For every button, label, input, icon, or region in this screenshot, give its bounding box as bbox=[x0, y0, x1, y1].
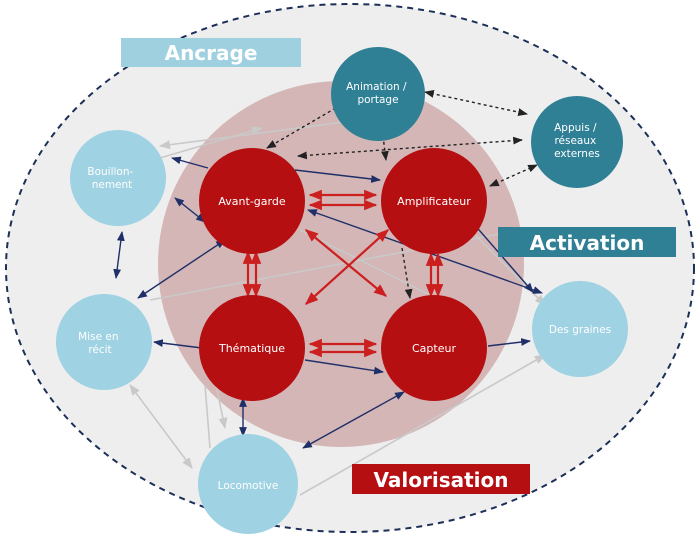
node-capteur: Capteur bbox=[381, 295, 487, 401]
node-appuis-line3: externes bbox=[554, 148, 600, 160]
banner-ancrage-label: Ancrage bbox=[165, 41, 258, 65]
node-bouillonnement-line2: nement bbox=[92, 179, 133, 191]
banner-valorisation-label: Valorisation bbox=[374, 468, 509, 492]
node-thematique-label: Thématique bbox=[218, 342, 285, 355]
node-thematique: Thématique bbox=[199, 295, 305, 401]
node-des-graines-label: Des graines bbox=[549, 324, 611, 336]
node-locomotive-label: Locomotive bbox=[218, 480, 279, 492]
node-mise-en-recit: Mise en récit bbox=[56, 294, 152, 390]
node-des-graines: Des graines bbox=[532, 281, 628, 377]
banner-activation: Activation bbox=[498, 227, 676, 257]
node-amplificateur: Amplificateur bbox=[381, 148, 487, 254]
node-animation-line2: portage bbox=[357, 94, 398, 106]
banner-valorisation: Valorisation bbox=[352, 464, 530, 494]
svg-text:Mise en récit: Mise en récit bbox=[78, 331, 122, 356]
red-connections bbox=[242, 189, 444, 358]
node-appuis-line1: Appuis / bbox=[554, 122, 597, 134]
banner-activation-label: Activation bbox=[530, 231, 645, 255]
node-appuis-reseaux-externes: Appuis / réseaux externes bbox=[531, 96, 623, 188]
node-locomotive: Locomotive bbox=[198, 434, 298, 534]
svg-text:Appuis / réseaux e: Appuis / réseaux externes bbox=[554, 122, 600, 160]
node-avant-garde: Avant-garde bbox=[199, 148, 305, 254]
svg-text:Bouillon- nement: Bouillon- nement bbox=[87, 166, 136, 191]
node-bouillonnement-line1: Bouillon- bbox=[87, 166, 133, 178]
node-mise-en-recit-line2: récit bbox=[88, 344, 111, 356]
node-animation-line1: Animation / bbox=[346, 81, 407, 93]
svg-text:Animation / portage: Animation / portage bbox=[346, 81, 410, 106]
node-bouillonnement: Bouillon- nement bbox=[70, 130, 166, 226]
node-amplificateur-label: Amplificateur bbox=[397, 195, 471, 208]
node-animation-portage: Animation / portage bbox=[331, 47, 425, 141]
node-avant-garde-label: Avant-garde bbox=[218, 195, 285, 208]
node-mise-en-recit-line1: Mise en bbox=[78, 331, 118, 343]
banner-ancrage: Ancrage bbox=[121, 38, 301, 67]
node-appuis-line2: réseaux bbox=[554, 135, 596, 147]
node-capteur-label: Capteur bbox=[412, 342, 456, 355]
